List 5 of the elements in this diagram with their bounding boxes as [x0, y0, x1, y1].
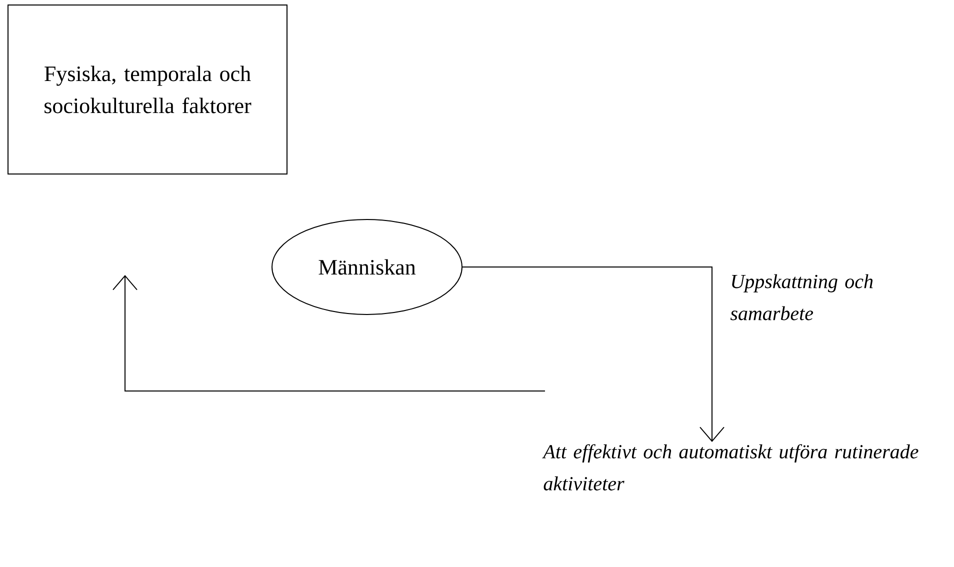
edge-label: Uppskattning och samarbete [730, 274, 873, 320]
arrow [462, 266, 724, 442]
activity-text: Att effektivt och automatiskt utföra rutinerade aktiviteter [542, 444, 918, 490]
arrow [112, 275, 546, 392]
factor-box: Fysiska, temporala och sociokulturella faktorer [8, 4, 288, 174]
